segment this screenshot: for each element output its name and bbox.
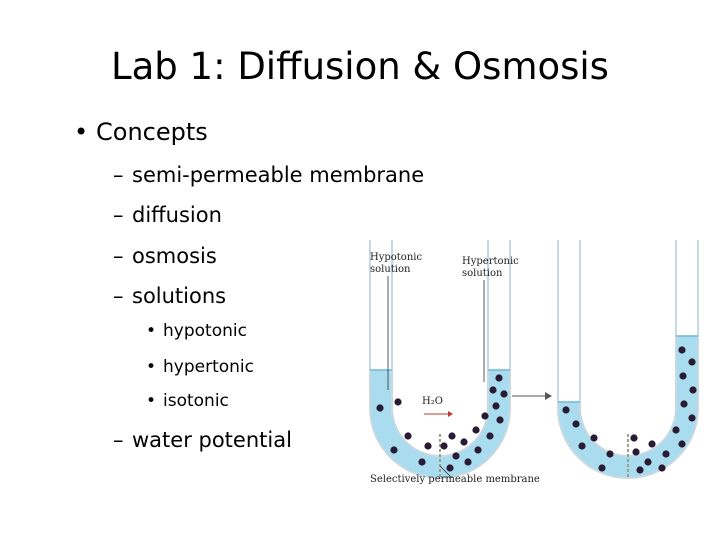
osmosis-u-tube-diagram: Hypotonic solution Hypertonic solution H… <box>369 240 699 485</box>
solution-label: hypotonic <box>163 321 247 341</box>
dash-marker: – <box>113 203 124 227</box>
u-tube-before <box>369 240 511 479</box>
liquid <box>558 336 698 478</box>
solution-hypertonic: • hypertonic <box>146 355 254 379</box>
subitem-label: diffusion <box>132 203 222 227</box>
dash-marker: – <box>113 244 124 268</box>
subitem-water-potential: –water potential <box>113 425 292 455</box>
glass-outer <box>557 240 699 479</box>
subitem-diffusion: –diffusion <box>113 200 222 230</box>
membrane-pointer <box>439 465 453 479</box>
solution-hypotonic: • hypotonic <box>146 319 247 343</box>
solution-label: hypertonic <box>163 357 254 377</box>
membrane-label: Selectively permeable membrane <box>370 474 540 485</box>
subitem-solutions: –solutions <box>113 281 226 311</box>
subitem-membrane: –semi-permeable membrane <box>113 160 424 190</box>
water-label: H₂O <box>422 396 443 407</box>
bullet-marker: • <box>146 391 157 411</box>
subitem-osmosis: –osmosis <box>113 241 217 271</box>
glass-outer <box>369 240 511 479</box>
dash-marker: – <box>113 428 124 452</box>
hypotonic-label-line2: solution <box>370 264 411 275</box>
glass-inner <box>579 240 677 457</box>
bullet-marker: • <box>74 118 89 146</box>
process-arrowhead <box>545 392 552 400</box>
dash-marker: – <box>113 284 124 308</box>
bullet-marker: • <box>146 321 157 341</box>
slide-title: Lab 1: Diffusion & Osmosis <box>111 45 609 88</box>
solute-particles <box>562 346 697 474</box>
hypertonic-label-line1: Hypertonic <box>462 256 519 267</box>
solute-particles <box>376 374 508 472</box>
subitem-label: semi-permeable membrane <box>132 163 425 187</box>
u-tube-after <box>557 240 699 479</box>
solution-isotonic: • isotonic <box>146 389 229 413</box>
subitem-label: osmosis <box>132 244 217 268</box>
bullet-marker: • <box>146 357 157 377</box>
bullet-concepts-label: Concepts <box>96 118 208 146</box>
subitem-label: water potential <box>132 428 292 452</box>
subitem-label: solutions <box>132 284 227 308</box>
bullet-concepts: •Concepts <box>74 116 208 148</box>
tube-inner <box>392 370 488 456</box>
hypotonic-label-line1: Hypotonic <box>370 252 422 263</box>
hypertonic-label-line2: solution <box>462 268 503 279</box>
solution-label: isotonic <box>163 391 229 411</box>
dash-marker: – <box>113 163 124 187</box>
water-flow-arrowhead <box>448 411 453 417</box>
